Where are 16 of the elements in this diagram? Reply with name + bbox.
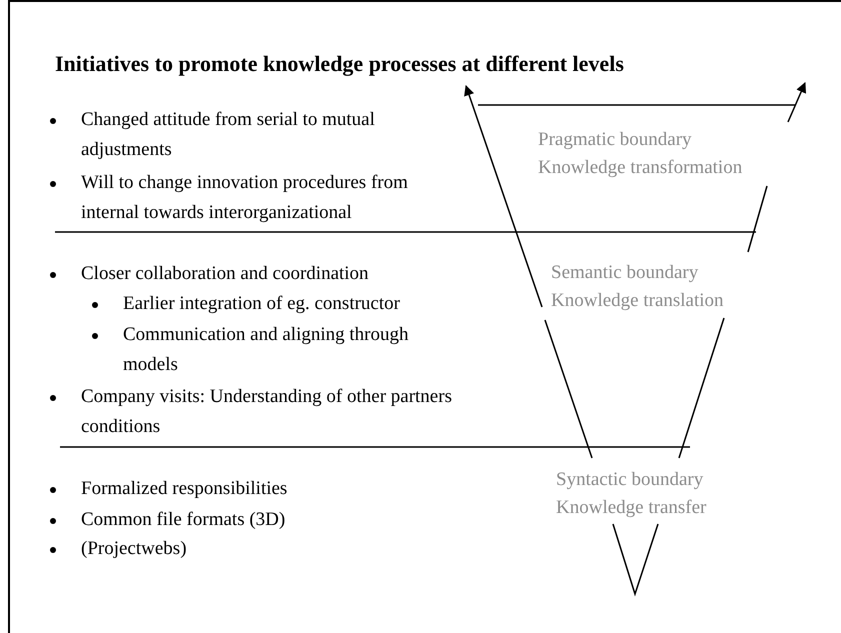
bullet-text: Earlier integration of eg. constructor <box>123 292 401 316</box>
bullet-text: Changed attitude from serial to mutual adjustments <box>81 108 376 162</box>
boundary-label: Pragmatic boundary <box>538 128 692 152</box>
boundary-label: Semantic boundary <box>551 261 698 285</box>
bullet-text: Communication and aligning through models <box>123 323 410 377</box>
diagram-title: Initiatives to promote knowledge processes at different levels <box>55 50 624 78</box>
boundary-label: Knowledge transformation <box>538 156 742 180</box>
bullet-text: Formalized responsibilities <box>81 477 288 501</box>
bullet-text: Closer collaboration and coordination <box>81 262 370 286</box>
boundary-label: Knowledge translation <box>551 289 724 313</box>
bullet-text: Company visits: Understanding of other partners conditions <box>81 385 453 439</box>
boundary-label: Syntactic boundary <box>556 468 704 492</box>
bullet-text: (Projectwebs) <box>81 537 188 561</box>
bullet-text: Common file formats (3D) <box>81 508 286 532</box>
boundary-label: Knowledge transfer <box>556 496 706 520</box>
bullet-text: Will to change innovation procedures from internal towards interorganizational <box>81 171 409 225</box>
